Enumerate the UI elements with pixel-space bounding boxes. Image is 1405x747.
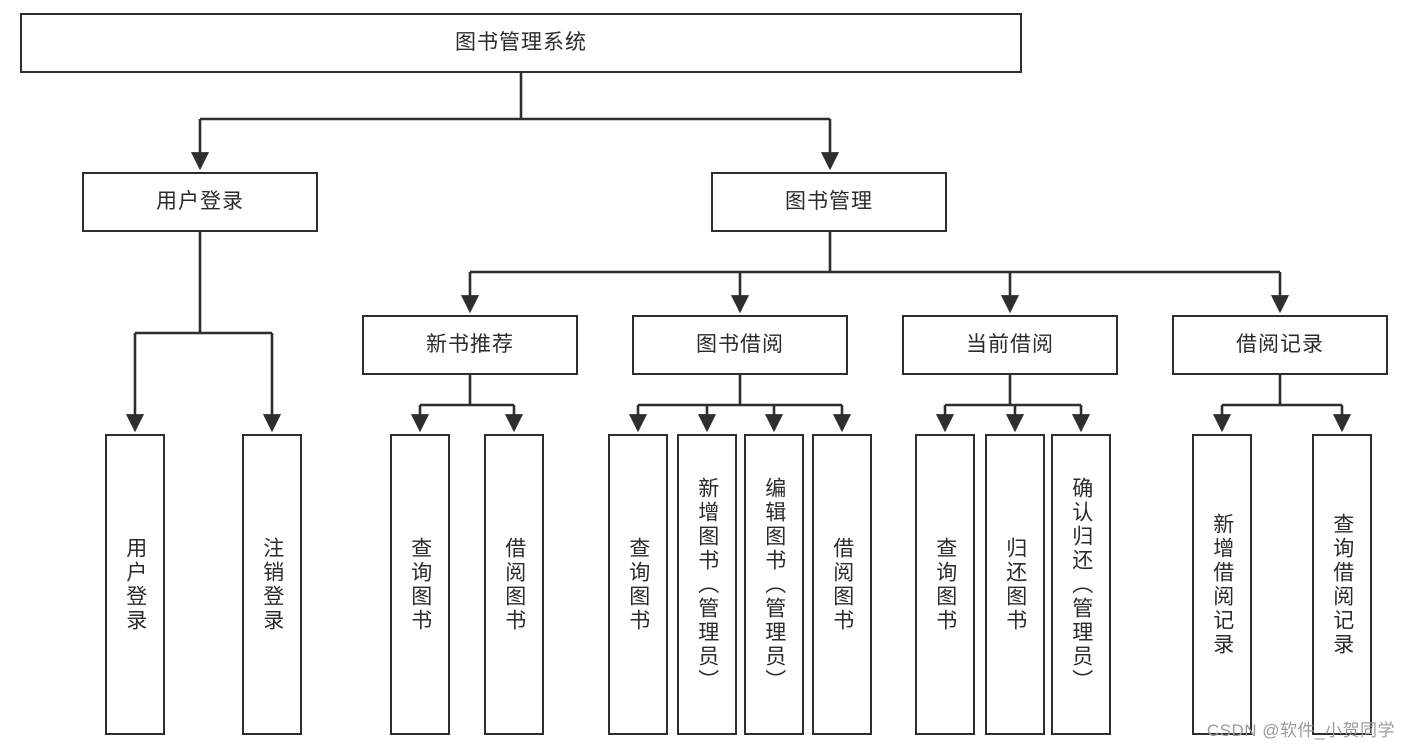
node-label: 当前借阅 [966,333,1054,357]
node-label: 注销登录 [260,536,284,633]
node-label: 新书推荐 [426,333,514,357]
node-label: 借阅图书 [502,536,526,633]
leaf-confirm-return-admin[interactable]: 确认归还（管理员） [1051,434,1111,735]
leaf-query-book-current[interactable]: 查询图书 [915,434,975,735]
node-label: 借阅图书 [830,536,854,633]
node-book-management[interactable]: 图书管理 [711,172,947,232]
leaf-return-book[interactable]: 归还图书 [985,434,1045,735]
leaf-borrow-book[interactable]: 借阅图书 [812,434,872,735]
leaf-edit-book-admin[interactable]: 编辑图书（管理员） [744,434,804,735]
node-label: 图书管理系统 [455,31,587,55]
node-book-borrow[interactable]: 图书借阅 [632,315,848,375]
leaf-add-borrow-record[interactable]: 新增借阅记录 [1192,434,1252,735]
node-label: 用户登录 [156,190,244,214]
node-user-login[interactable]: 用户登录 [82,172,318,232]
node-label: 图书管理 [785,190,873,214]
node-label: 确认归还（管理员） [1069,476,1093,693]
node-label: 查询图书 [933,536,957,633]
leaf-add-book-admin[interactable]: 新增图书（管理员） [677,434,737,735]
node-label: 查询图书 [626,536,650,633]
leaf-query-book-newrec[interactable]: 查询图书 [390,434,450,735]
node-label: 新增图书（管理员） [695,476,719,693]
node-label: 图书借阅 [696,333,784,357]
node-current-borrow[interactable]: 当前借阅 [902,315,1118,375]
node-root-system[interactable]: 图书管理系统 [20,13,1022,73]
node-label: 新增借阅记录 [1210,512,1234,657]
leaf-query-borrow-record[interactable]: 查询借阅记录 [1312,434,1372,735]
node-label: 借阅记录 [1236,333,1324,357]
node-label: 归还图书 [1003,536,1027,633]
leaf-query-book-borrow[interactable]: 查询图书 [608,434,668,735]
watermark-text: CSDN @软件_小贺同学 [1206,721,1395,740]
node-label: 查询图书 [408,536,432,633]
node-label: 查询借阅记录 [1330,512,1354,657]
node-label: 用户登录 [123,536,147,633]
node-label: 编辑图书（管理员） [762,476,786,693]
node-new-book-recommend[interactable]: 新书推荐 [362,315,578,375]
leaf-logout[interactable]: 注销登录 [242,434,302,735]
leaf-borrow-book-newrec[interactable]: 借阅图书 [484,434,544,735]
leaf-user-login[interactable]: 用户登录 [105,434,165,735]
node-borrow-record[interactable]: 借阅记录 [1172,315,1388,375]
